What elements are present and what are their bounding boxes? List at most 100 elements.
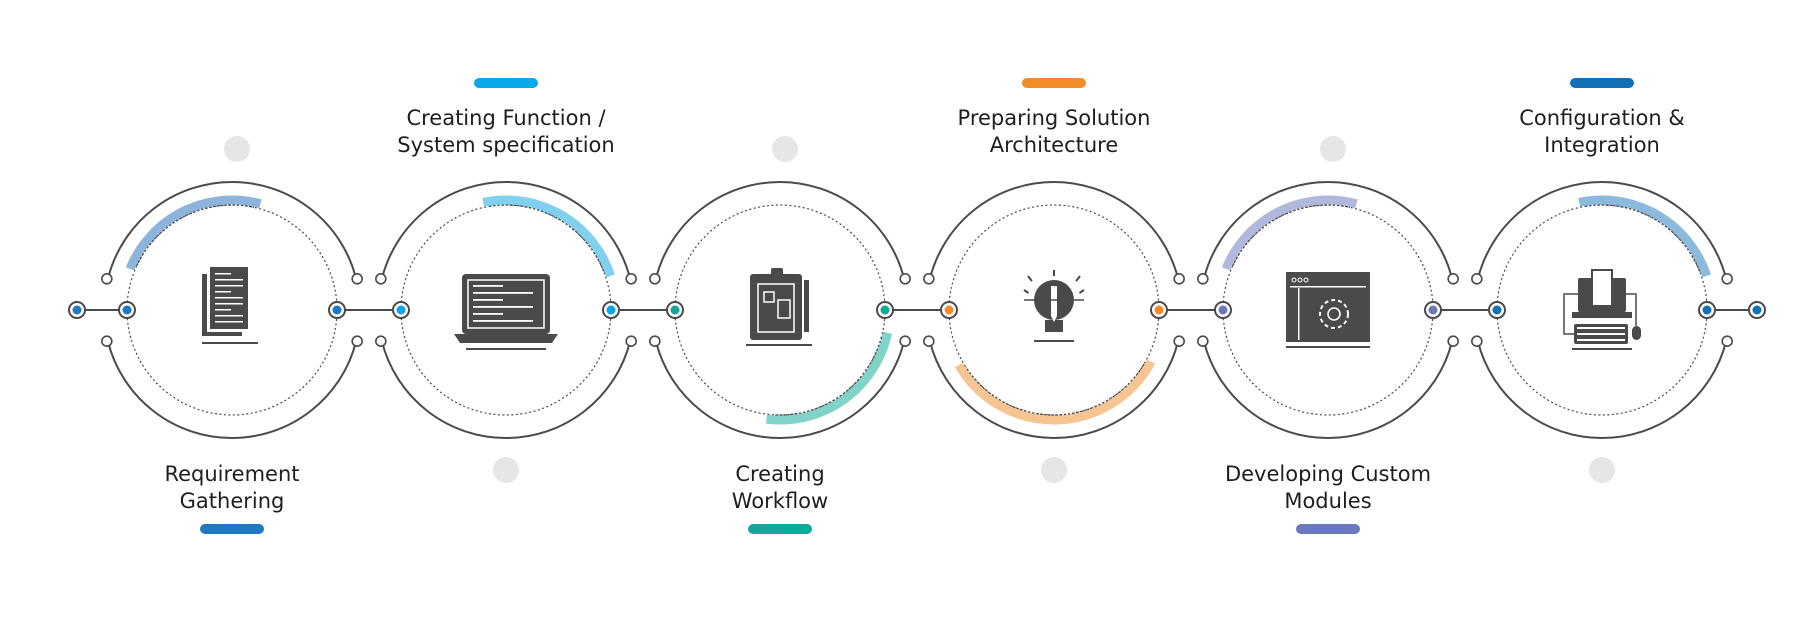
ring-end-node (1197, 335, 1209, 348)
keys-row (1577, 333, 1625, 335)
screen (462, 274, 550, 334)
step-color-bar (1296, 524, 1360, 534)
ring-end-node (1447, 272, 1459, 285)
arc-dotted-overlay (772, 337, 883, 416)
outer-ring-bottom (1476, 340, 1728, 439)
code-doc (1591, 269, 1613, 307)
cable (1563, 293, 1637, 335)
ring-end-node (1471, 335, 1483, 348)
pencil (1051, 286, 1057, 322)
base-line (1572, 348, 1632, 350)
progress-arc (1578, 195, 1711, 278)
step-label: Integration (1544, 133, 1660, 157)
arc-dotted-overlay (1585, 204, 1701, 273)
gear-hub (1327, 307, 1341, 321)
ring-end-node (375, 272, 387, 285)
text-line (215, 297, 243, 299)
sidebar-line (1298, 288, 1300, 340)
text-line (215, 321, 243, 323)
base-line (1286, 346, 1370, 348)
placeholder-dot (772, 136, 798, 162)
step-label: Architecture (990, 133, 1119, 157)
connector-node-fill (1702, 305, 1712, 315)
base-line (202, 342, 258, 344)
ring-end-node (375, 335, 387, 348)
step-color-bar (1570, 78, 1634, 88)
step-label: Requirement (164, 462, 299, 486)
code-line (473, 292, 533, 294)
plan (757, 283, 795, 333)
outer-ring-bottom (928, 340, 1180, 439)
bulb-base (1045, 320, 1063, 332)
step-label: Workflow (732, 489, 828, 513)
ring-end-node (1173, 335, 1185, 348)
outer-ring-top (928, 181, 1180, 280)
keyboard-base (454, 334, 558, 343)
ring-end-node (1173, 272, 1185, 285)
ray (1075, 275, 1081, 282)
keys-row (1577, 339, 1625, 341)
outer-ring-top (1202, 181, 1454, 280)
text-line (215, 285, 243, 287)
step-label: Preparing Solution (958, 106, 1151, 130)
code-line (473, 306, 533, 308)
placeholder-dot (1041, 457, 1067, 483)
connector-node-fill (332, 305, 342, 315)
ring-end-node (625, 335, 637, 348)
browser-gear-icon (1286, 272, 1370, 348)
placeholder-dot (493, 457, 519, 483)
progress-arc (954, 359, 1156, 425)
code-line (473, 285, 503, 287)
ring-end-node (101, 335, 113, 348)
connector-node-fill (944, 305, 954, 315)
window-dot (1303, 277, 1309, 283)
placeholder-dot (1320, 136, 1346, 162)
ring-end-node (899, 335, 911, 348)
outer-ring-bottom (1202, 340, 1454, 439)
pencil (804, 280, 809, 332)
outer-ring-top (1476, 181, 1728, 280)
connector-node-fill (1752, 305, 1762, 315)
connector-node-fill (1218, 305, 1228, 315)
arc-dotted-overlay (1232, 204, 1350, 266)
step-label: Gathering (180, 489, 285, 513)
base-line (1034, 340, 1074, 342)
connector-node-fill (1154, 305, 1164, 315)
base-line (466, 348, 546, 350)
window-dot (1297, 277, 1303, 283)
ring-end-node (1721, 272, 1733, 285)
monitor-base (1572, 312, 1632, 318)
step-label: Creating Function / (406, 106, 606, 130)
connector-node-fill (1428, 305, 1438, 315)
ring-end-node (649, 335, 661, 348)
clipboard (750, 274, 802, 340)
text-line (215, 279, 243, 281)
ring-end-node (1197, 272, 1209, 285)
documents-icon (202, 267, 258, 344)
connector-node-fill (1492, 305, 1502, 315)
ring-end-node (923, 272, 935, 285)
ring-end-node (1721, 335, 1733, 348)
connector-node-fill (396, 305, 406, 315)
connector-node-fill (72, 305, 82, 315)
ring-end-node (649, 272, 661, 285)
progress-arc (766, 331, 892, 425)
text-line (215, 273, 231, 275)
room (763, 291, 775, 303)
step-color-bar (748, 524, 812, 534)
ray (1078, 289, 1085, 294)
arc-dotted-overlay (965, 363, 1145, 416)
text-line (215, 303, 243, 305)
outer-ring-bottom (380, 340, 632, 439)
blueprint-clipboard-icon (746, 268, 812, 346)
placeholder-dot (1589, 457, 1615, 483)
ring-end-node (899, 272, 911, 285)
ring-end-node (1447, 335, 1459, 348)
outer-ring-bottom (106, 340, 358, 439)
ring-end-node (625, 272, 637, 285)
lightbulb-pencil-icon (1023, 270, 1085, 342)
code-line (473, 299, 503, 301)
